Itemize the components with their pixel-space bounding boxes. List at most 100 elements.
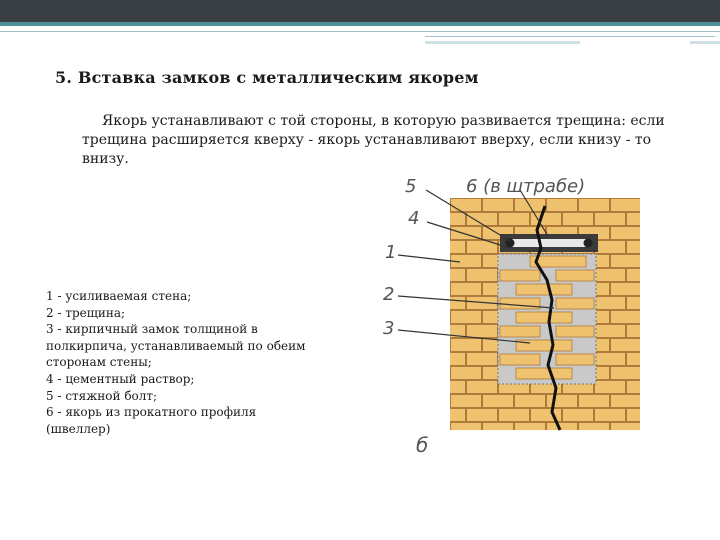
description-paragraph: Якорь устанавливают с той стороны, в кот… [82, 112, 670, 169]
brick [547, 423, 577, 430]
figure-caption: б [416, 433, 428, 457]
brick [467, 325, 497, 337]
brick [451, 367, 481, 379]
brick [450, 353, 465, 365]
bolt-icon [583, 238, 593, 248]
brick [627, 269, 640, 281]
legend: 1 - усиливаемая стена; 2 - трещина; 3 - … [46, 288, 366, 437]
paragraph-line: Якорь устанавливают с той стороны, в кот… [102, 113, 665, 129]
brick [627, 381, 640, 393]
leader-line [397, 295, 555, 309]
label-4: 4 [408, 208, 419, 229]
brick [499, 409, 529, 421]
brick [595, 241, 625, 253]
leader-line [397, 329, 531, 344]
brick [595, 325, 625, 337]
lock-brick [555, 353, 595, 366]
leader-line [426, 221, 511, 249]
brick [450, 409, 465, 421]
brick [579, 395, 609, 407]
brick [451, 283, 481, 295]
brick [611, 283, 640, 295]
legend-item: 1 - усиливаемая стена; [46, 289, 192, 303]
brick [595, 409, 625, 421]
brick [595, 297, 625, 309]
lock-brick [499, 325, 541, 338]
brick [467, 353, 497, 365]
label-1: 1 [385, 242, 396, 263]
bolt-icon [505, 238, 515, 248]
lock-brick [515, 283, 573, 296]
brick [467, 213, 497, 225]
brick [563, 213, 593, 225]
brick [515, 199, 545, 211]
brick [451, 339, 481, 351]
brick [483, 423, 513, 430]
accent-line [0, 22, 720, 26]
brick [611, 199, 640, 211]
legend-item: полкирпича, устанавливаемый по обеим [46, 338, 306, 353]
brick [611, 395, 640, 407]
brick [579, 423, 609, 430]
channel-anchor-face [510, 239, 588, 247]
lock-brick [515, 367, 573, 380]
brick [483, 199, 513, 211]
brick-lock [497, 253, 597, 385]
brick [595, 213, 625, 225]
brick [627, 213, 640, 225]
leader-line [425, 189, 511, 242]
divider-line [425, 36, 715, 37]
brick [515, 423, 545, 430]
label-6: 6 (в штрабе) [466, 176, 585, 197]
brick [627, 297, 640, 309]
lock-brick [515, 311, 573, 324]
brick [611, 227, 640, 239]
brick [451, 255, 481, 267]
brick [450, 381, 465, 393]
label-5: 5 [405, 176, 416, 197]
brick [467, 381, 497, 393]
brick [515, 395, 545, 407]
slide-title: 5. Вставка замков с металлическим якорем [55, 68, 479, 87]
legend-item: 2 - трещина; [46, 305, 126, 320]
brick [450, 325, 465, 337]
brick [595, 381, 625, 393]
label-3: 3 [383, 318, 394, 339]
label-2: 2 [383, 284, 394, 305]
paragraph-line: трещина расширяется кверху - якорь устан… [82, 132, 652, 148]
brick [499, 213, 529, 225]
brick [451, 199, 481, 211]
brick [547, 395, 577, 407]
lock-brick [499, 269, 541, 282]
brick [451, 311, 481, 323]
lock-brick [555, 325, 595, 338]
brick [450, 213, 465, 225]
brick [627, 325, 640, 337]
brick [611, 423, 640, 430]
brick [467, 409, 497, 421]
legend-item: (швеллер) [46, 421, 111, 436]
divider-bar [425, 41, 580, 44]
lock-brick [499, 297, 541, 310]
legend-item: 6 - якорь из прокатного профиля [46, 405, 257, 420]
legend-item: 5 - стяжной болт; [46, 388, 158, 403]
leader-line [397, 254, 461, 263]
brick [467, 269, 497, 281]
brick [483, 395, 513, 407]
paragraph-line: внизу. [82, 151, 129, 167]
brick [467, 241, 497, 253]
legend-item: 4 - цементный раствор; [46, 371, 195, 386]
crack-line [534, 205, 562, 431]
lock-brick [499, 353, 541, 366]
legend-item: 3 - кирпичный замок толщиной в [46, 322, 258, 337]
lock-brick [555, 297, 595, 310]
brick [450, 269, 465, 281]
top-bar [0, 0, 720, 22]
lock-brick [555, 269, 595, 282]
brick [563, 409, 593, 421]
divider-line [0, 31, 720, 32]
brick [451, 395, 481, 407]
lock-brick [515, 339, 573, 352]
divider-bar [690, 41, 720, 44]
